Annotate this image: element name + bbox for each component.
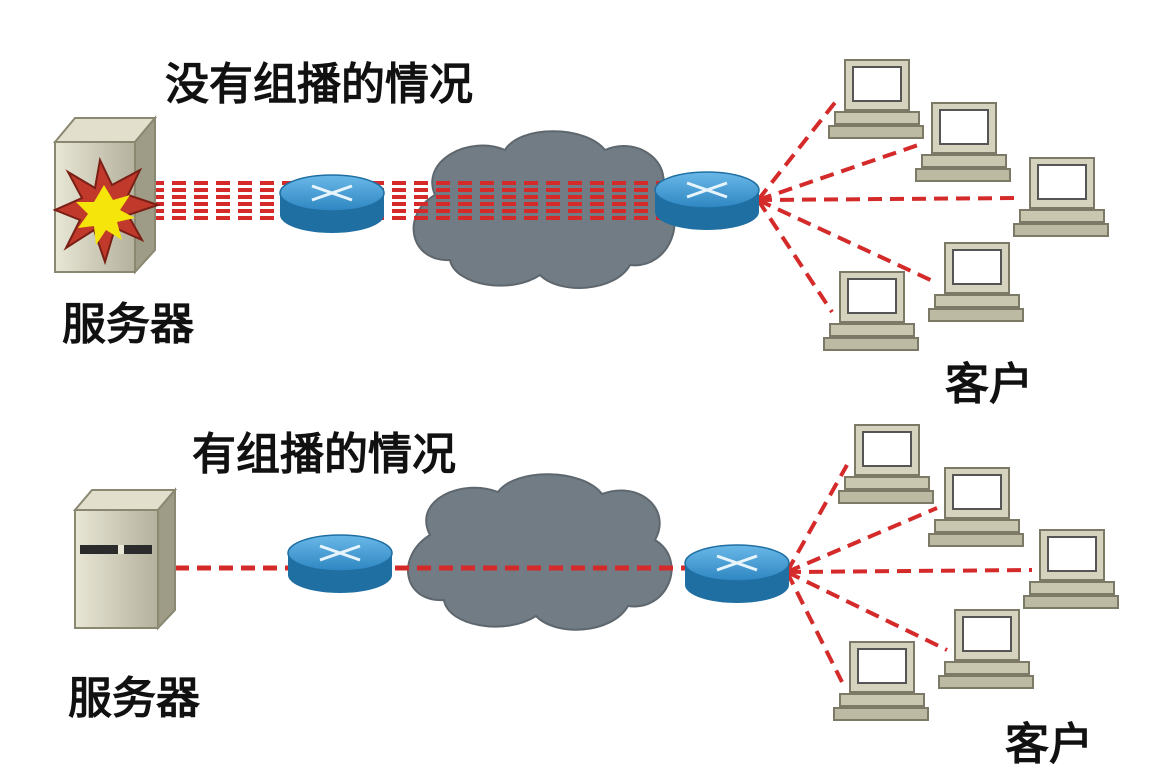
network-cloud-icon [407, 473, 673, 631]
server-icon [72, 487, 178, 631]
client-computer-icon [915, 102, 1011, 182]
server-label: 服务器 [62, 299, 194, 350]
stream-line [757, 141, 925, 202]
client-computer-icon [833, 641, 929, 721]
client-computer-icon [838, 424, 934, 504]
client-computer-icon [828, 59, 924, 139]
client-links [785, 464, 1033, 683]
panel-without-multicast [52, 59, 1109, 351]
stream-line [756, 198, 834, 314]
stream-line [785, 571, 844, 683]
server-label: 服务器 [68, 673, 200, 724]
stream-line [757, 196, 1023, 202]
stream-line [786, 506, 938, 574]
client-links [756, 98, 1023, 314]
stream-line [756, 98, 839, 202]
router-icon [287, 534, 393, 593]
client-group [833, 424, 1119, 721]
unicast-streams [150, 181, 660, 220]
client-computer-icon [938, 609, 1034, 689]
client-computer-icon [928, 467, 1024, 547]
client-computer-icon [823, 271, 919, 351]
client-label: 客户 [1005, 719, 1093, 770]
router-icon [279, 174, 385, 233]
client-computer-icon [1023, 529, 1119, 609]
client-group [823, 59, 1109, 351]
stream-line [786, 568, 1033, 574]
client-label: 客户 [945, 359, 1033, 410]
server-icon [52, 115, 162, 275]
client-computer-icon [928, 242, 1024, 322]
network-cloud-icon [412, 130, 676, 289]
stream-line [785, 464, 849, 573]
stream-line [786, 570, 948, 652]
router-icon [684, 544, 790, 603]
client-computer-icon [1013, 157, 1109, 237]
stream-line [757, 198, 938, 285]
panel-with-multicast [72, 424, 1119, 721]
overload-burst-icon [52, 156, 162, 266]
router-icon [654, 171, 760, 230]
panel-title: 有组播的情况 [192, 429, 456, 480]
panel-title: 没有组播的情况 [165, 59, 473, 110]
